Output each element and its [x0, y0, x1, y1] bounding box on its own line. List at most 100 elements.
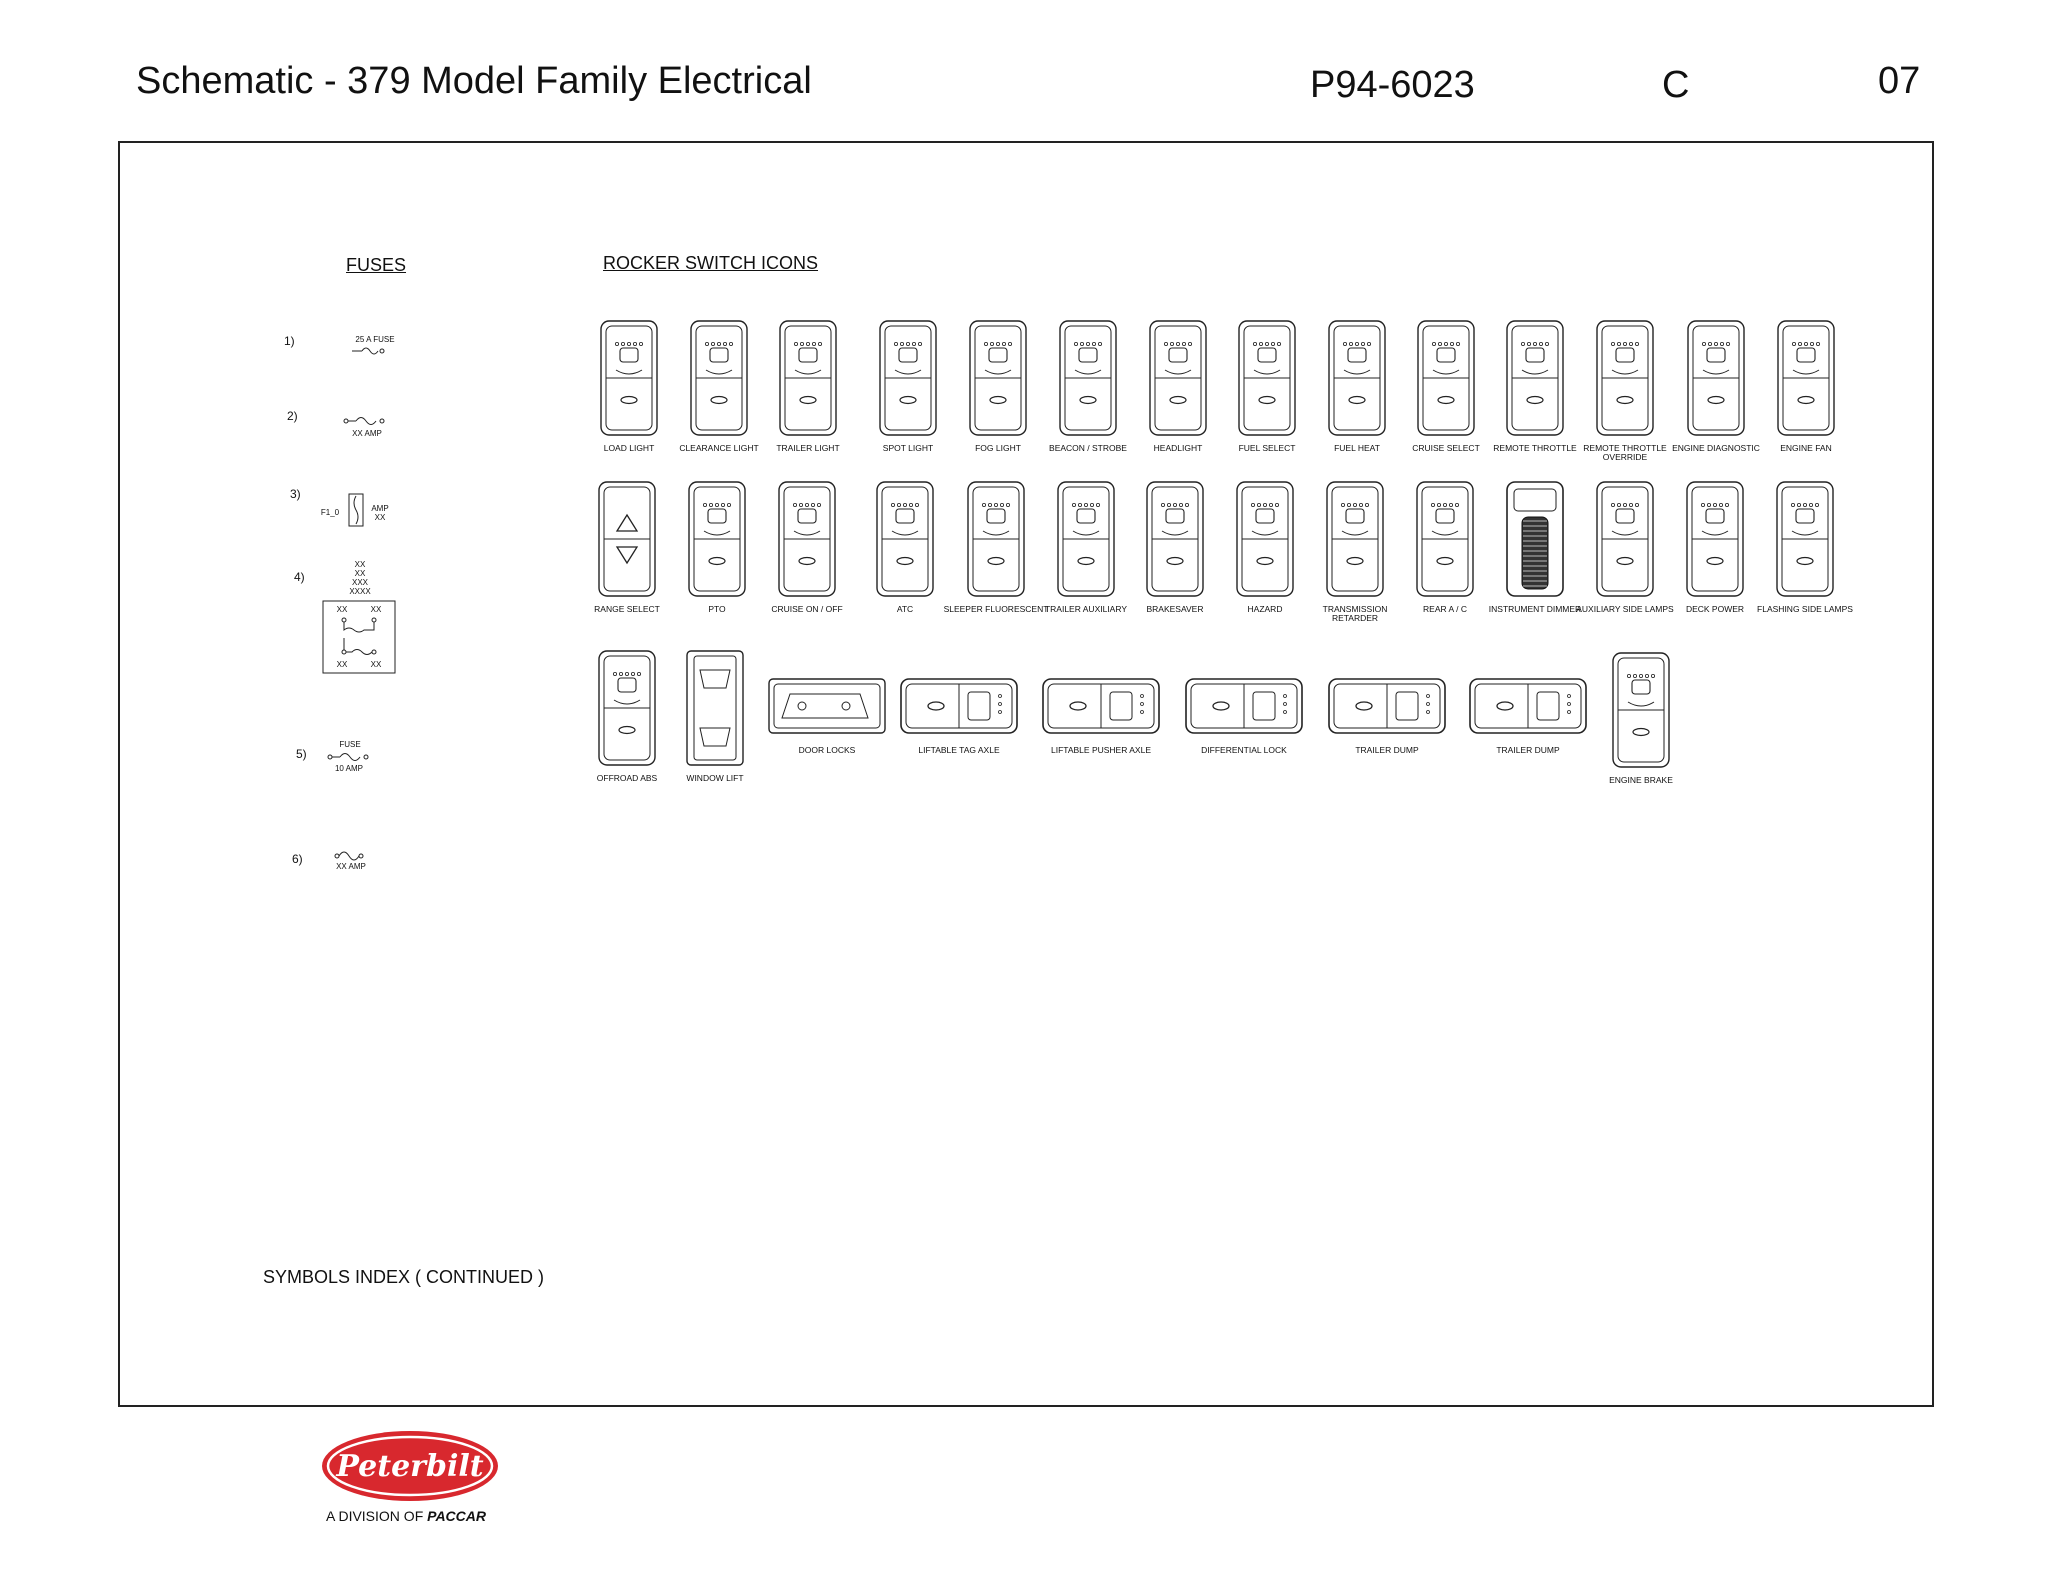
rocker-switch-icon: [690, 320, 748, 441]
rocker-switch-label: OFFROAD ABS: [596, 773, 658, 783]
rocker-switch-icon: [1149, 320, 1207, 441]
rocker-switch-icon: [1687, 320, 1745, 441]
rocker-switch-icon: [688, 481, 746, 602]
rocker-switch-icon: [1238, 320, 1296, 441]
division-brand: PACCAR: [427, 1508, 486, 1524]
rocker-switch-label: CRUISE ON / OFF: [771, 604, 843, 614]
rocker-switch-icon: [1686, 481, 1744, 602]
fuse-4-stack-2: XX: [354, 569, 366, 578]
rocker-switch-label: HEADLIGHT: [1153, 443, 1203, 453]
page-title: Schematic - 379 Model Family Electrical: [136, 60, 812, 102]
rocker-switch-icon: [969, 320, 1027, 441]
fuse-5-top-label: FUSE: [339, 740, 361, 749]
fuse-5-symbol: [327, 753, 369, 761]
fuse-4-box-symbol: [322, 600, 396, 674]
fuse-4-box-bl: XX: [336, 660, 348, 669]
rocker-switch-label: BRAKESAVER: [1146, 604, 1204, 614]
rocker-switch-icon: [1596, 320, 1654, 441]
drawing-frame: [118, 141, 1934, 1407]
rocker-switch-icon: [1059, 320, 1117, 441]
rocker-switch-label: RANGE SELECT: [594, 604, 660, 614]
rocker-switch-icon: [1328, 320, 1386, 441]
fuse-6-symbol: [334, 851, 364, 861]
rocker-switch-icon: [1612, 652, 1670, 773]
rocker-switch-icon: [1042, 676, 1160, 741]
rocker-switch-icon: [1506, 320, 1564, 441]
fuse-1-symbol: [352, 347, 385, 355]
fuse-3-xx-label: XX: [374, 513, 386, 522]
rocker-switch-label: TRAILER DUMP: [1355, 745, 1419, 755]
page-number: 07: [1878, 60, 1921, 102]
fuse-2-symbol: [343, 417, 385, 425]
fuse-3-symbol: [348, 493, 364, 527]
logo-wordmark: Peterbilt: [335, 1449, 483, 1484]
fuse-4-box-tl: XX: [336, 605, 348, 614]
rocker-switch-icon: [598, 650, 656, 771]
rocker-switch-label: REMOTE THROTTLE OVERRIDE: [1583, 443, 1667, 462]
symbols-index-label: SYMBOLS INDEX ( CONTINUED ): [263, 1267, 545, 1287]
rocker-switch-icon: [778, 481, 836, 602]
fuse-3-left-label: F1_0: [320, 508, 340, 517]
rocker-switch-label: TRAILER AUXILIARY: [1044, 604, 1128, 614]
rocker-switch-label: DOOR LOCKS: [798, 745, 856, 755]
rocker-switch-label: ENGINE BRAKE: [1609, 775, 1673, 785]
rocker-switch-icon: [1236, 481, 1294, 602]
fuse-6-number: 6): [292, 852, 303, 866]
peterbilt-logo: Peterbilt: [322, 1431, 498, 1501]
fuse-3-amp-label: AMP: [371, 504, 389, 513]
fuse-2-label: XX AMP: [352, 429, 382, 438]
rocker-switch-icon: [1506, 481, 1564, 602]
fuse-4-stack-3: XXX: [351, 578, 368, 587]
rocker-switch-icon: [1328, 676, 1446, 741]
rocker-switch-icon: [779, 320, 837, 441]
rocker-switch-label: SPOT LIGHT: [882, 443, 934, 453]
division-line: A DIVISION OF PACCAR: [326, 1508, 486, 1524]
rocker-switch-label: WINDOW LIFT: [686, 773, 744, 783]
rocker-switch-label: ENGINE DIAGNOSTIC: [1672, 443, 1760, 453]
rocker-switch-icon: [1185, 676, 1303, 741]
fuse-5-label: 10 AMP: [334, 764, 363, 773]
rocker-switch-label: FUEL SELECT: [1238, 443, 1296, 453]
rocker-switch-icons-title: ROCKER SWITCH ICONS: [603, 253, 819, 273]
fuse-4-stack-1: XX: [354, 560, 366, 569]
rocker-switch-icon: [876, 481, 934, 602]
rocker-switch-label: BEACON / STROBE: [1049, 443, 1127, 453]
rocker-switch-icon: [1776, 481, 1834, 602]
rocker-switch-icon: [768, 676, 886, 741]
rocker-switch-label: DECK POWER: [1685, 604, 1745, 614]
rocker-switch-label: FLASHING SIDE LAMPS: [1757, 604, 1853, 614]
fuse-1-label: 25 A FUSE: [355, 335, 395, 344]
rocker-switch-icon: [1326, 481, 1384, 602]
rocker-switch-label: AUXILIARY SIDE LAMPS: [1576, 604, 1674, 614]
fuse-4-box-tr: XX: [370, 605, 382, 614]
rocker-switch-label: LIFTABLE TAG AXLE: [918, 745, 1000, 755]
rocker-switch-label: DIFFERENTIAL LOCK: [1201, 745, 1287, 755]
rocker-switch-label: REAR A / C: [1423, 604, 1467, 614]
rocker-switch-icon: [1146, 481, 1204, 602]
rocker-switch-icon: [598, 481, 656, 602]
rocker-switch-label: HAZARD: [1247, 604, 1283, 614]
rocker-switch-label: CRUISE SELECT: [1412, 443, 1480, 453]
fuses-title: FUSES: [346, 255, 407, 275]
rocker-switch-icon: [900, 676, 1018, 741]
rocker-switch-icon: [967, 481, 1025, 602]
fuse-4-number: 4): [294, 570, 305, 584]
rocker-switch-icon: [1596, 481, 1654, 602]
revision: C: [1662, 64, 1690, 106]
rocker-switch-icon: [686, 650, 744, 771]
rocker-switch-icon: [1777, 320, 1835, 441]
rocker-switch-label: INSTRUMENT DIMMER: [1488, 604, 1582, 614]
fuse-2-number: 2): [287, 409, 298, 423]
rocker-switch-label: TRAILER DUMP: [1496, 745, 1560, 755]
fuse-3-number: 3): [290, 487, 301, 501]
rocker-switch-label: CLEARANCE LIGHT: [679, 443, 759, 453]
rocker-switch-icon: [1057, 481, 1115, 602]
fuse-6-label: XX AMP: [336, 862, 366, 871]
fuse-5-number: 5): [296, 747, 307, 761]
rocker-switch-label: REMOTE THROTTLE: [1493, 443, 1577, 453]
rocker-switch-icon: [1469, 676, 1587, 741]
rocker-switch-label: PTO: [708, 604, 726, 614]
fuse-4-stack-4: XXXX: [349, 587, 371, 596]
rocker-switch-label: ENGINE FAN: [1780, 443, 1832, 453]
rocker-switch-icon: [600, 320, 658, 441]
